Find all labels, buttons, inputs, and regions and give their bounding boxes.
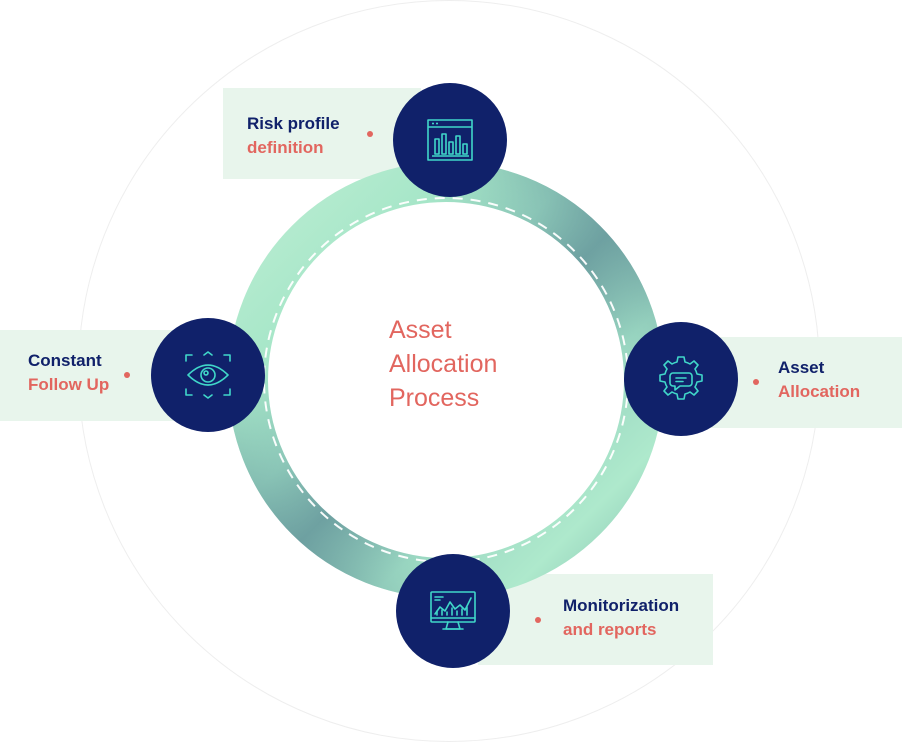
monitorization-node bbox=[396, 554, 510, 668]
center-title-line2: Allocation bbox=[389, 350, 498, 378]
asset-allocation-dot bbox=[753, 379, 759, 385]
monitorization-label: Monitorization and reports bbox=[563, 594, 679, 642]
follow-up-subtitle: Follow Up bbox=[28, 375, 110, 394]
asset-allocation-label: Asset Allocation bbox=[778, 356, 860, 404]
monitorization-label-box bbox=[478, 574, 713, 665]
risk-profile-label: Risk profile definition bbox=[247, 112, 340, 160]
risk-profile-node bbox=[393, 83, 507, 197]
monitorization-subtitle: and reports bbox=[563, 620, 657, 639]
asset-allocation-title: Asset bbox=[778, 358, 825, 377]
asset-allocation-subtitle: Allocation bbox=[778, 382, 861, 401]
asset-allocation-node bbox=[624, 322, 738, 436]
center-title-line1: Asset bbox=[389, 316, 452, 344]
follow-up-node bbox=[151, 318, 265, 432]
bar-chart-window-icon bbox=[427, 119, 473, 161]
monitor-chart-icon bbox=[430, 591, 476, 630]
center-title: Asset Allocation Process bbox=[389, 313, 589, 415]
monitorization-title: Monitorization bbox=[563, 596, 680, 615]
risk-profile-title: Risk profile bbox=[247, 114, 340, 133]
monitorization-dot bbox=[535, 617, 541, 623]
risk-profile-dot bbox=[367, 131, 373, 137]
eye-focus-icon bbox=[185, 351, 231, 399]
center-title-line3: Process bbox=[389, 384, 480, 412]
risk-profile-subtitle: definition bbox=[247, 138, 324, 157]
risk-profile-label-box bbox=[223, 88, 421, 179]
gear-chat-icon bbox=[659, 356, 703, 400]
follow-up-dot bbox=[124, 372, 130, 378]
follow-up-label: Constant Follow Up bbox=[28, 349, 109, 397]
follow-up-title: Constant bbox=[28, 351, 102, 370]
